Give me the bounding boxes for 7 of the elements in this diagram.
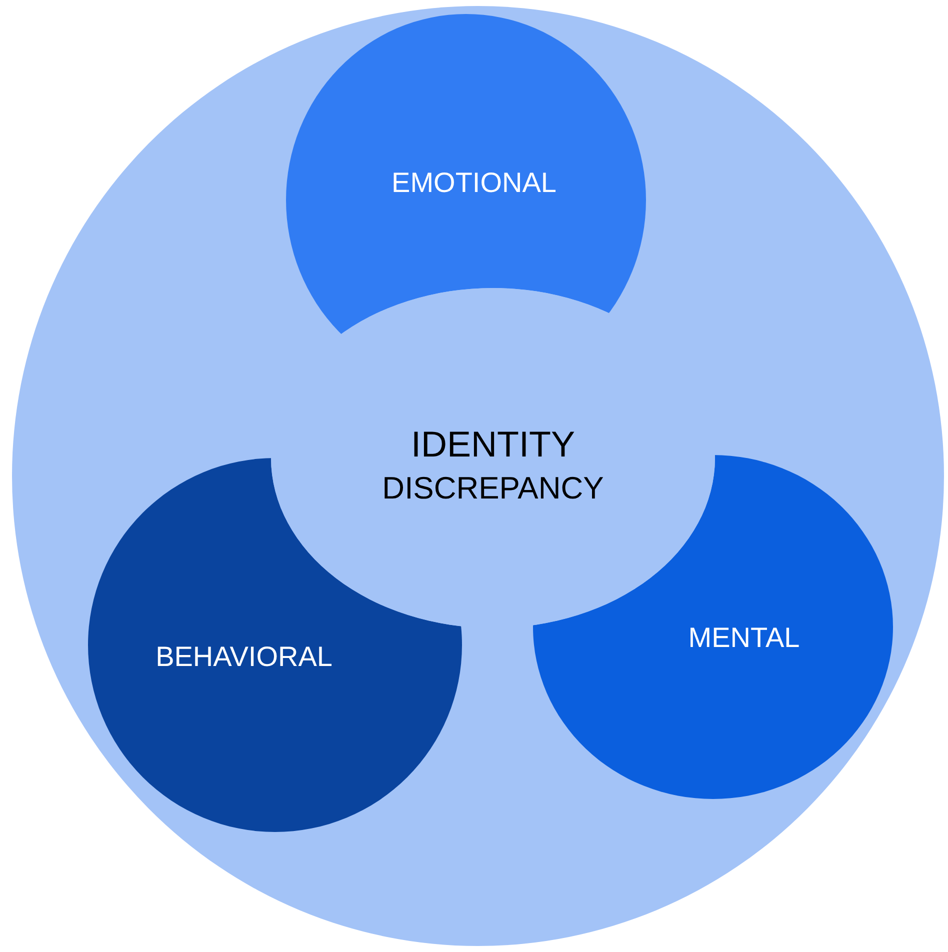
node-label: MENTAL — [688, 620, 800, 655]
node-label: IDENTITY — [411, 422, 575, 466]
node-sublabel: DISCREPANCY — [382, 469, 604, 508]
node-label: EMOTIONAL — [392, 166, 556, 200]
center-ellipse — [271, 288, 715, 628]
outer-circle — [12, 6, 944, 946]
node-label: BEHAVIORAL — [156, 640, 332, 674]
